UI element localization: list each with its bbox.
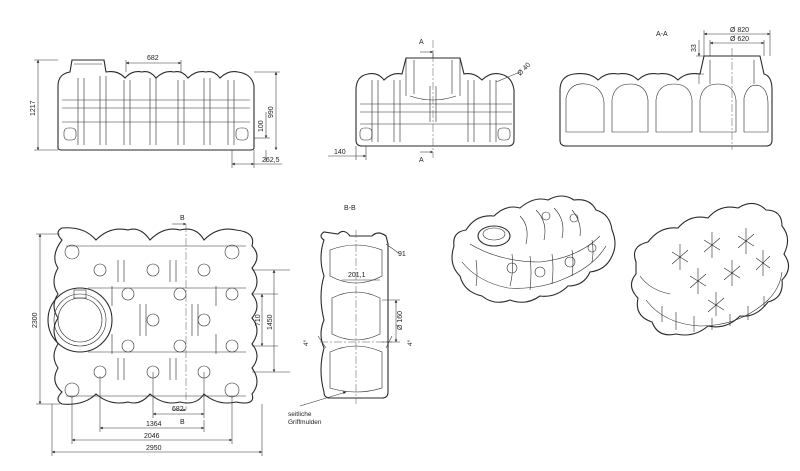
top-view-outline [53,227,258,405]
top-dim-pitch: 682 [172,406,184,413]
section-bb-outline [320,230,389,399]
top-view-dome [47,287,113,353]
iso-bottom-feet [671,228,771,316]
front-dim-bottom-left: 140 [334,149,346,156]
iso-top-dome [477,225,511,247]
section-aa-dim-outer: Ø 820 [730,27,749,34]
side-view-ribs [77,76,235,145]
top-dim-length-a: 1364 [146,421,162,428]
section-aa-title: A-A [656,31,668,38]
side-view: 682 1217 990 100 262,5 [30,55,282,168]
top-view-ribs [88,260,246,380]
iso-top-ribs [475,207,594,291]
side-dim-height-body: 990 [268,106,275,118]
section-bb-angle-left: 4° [302,339,310,346]
section-aa-dim-inner: Ø 620 [730,36,749,43]
top-dim-length-b: 2046 [144,433,160,440]
top-section-mark-top: B [180,215,185,222]
side-dim-height-total: 1217 [30,100,37,116]
top-view: B B 2300 710 1450 682 1364 2046 2950 [32,215,290,456]
section-bb-dim-corner: 91 [398,251,406,258]
section-aa-dim-neck: 33 [691,44,698,52]
section-aa-outline [559,55,773,147]
section-bb-angle-right: 4° [406,339,414,346]
front-dim-diameter: Ø 40 [516,62,532,78]
front-view-outline [355,57,515,147]
side-view-outline [57,59,255,151]
top-view-circles [64,244,240,398]
side-dim-right: 262,5 [262,157,280,164]
top-dim-length-total: 2950 [146,445,162,452]
side-dim-width: 682 [147,55,159,62]
side-dim-bottom: 100 [258,120,265,132]
iso-bottom-edge-ribs [661,296,765,332]
top-dim-inner-a: 710 [255,314,262,326]
front-view: Ø 40 A A 140 [328,39,532,164]
top-dim-inner-b: 1450 [267,314,274,330]
section-bb-title: B-B [344,205,356,212]
top-section-mark-bottom: B [180,419,185,426]
isometric-view-top [451,195,616,303]
top-dim-total-height: 2300 [32,312,39,328]
section-bb-dim-diameter: Ø 160 [397,311,404,330]
isometric-view-bottom [630,202,790,336]
section-bb-dim-radius: 201,1 [348,272,366,279]
iso-bottom-outline [630,202,790,336]
front-section-mark-top: A [419,39,424,46]
front-section-mark-bottom: A [419,157,424,164]
front-view-ribs [360,80,512,142]
iso-top-outline [451,195,616,303]
section-aa: A-A Ø 820 Ø 620 33 [559,27,773,150]
